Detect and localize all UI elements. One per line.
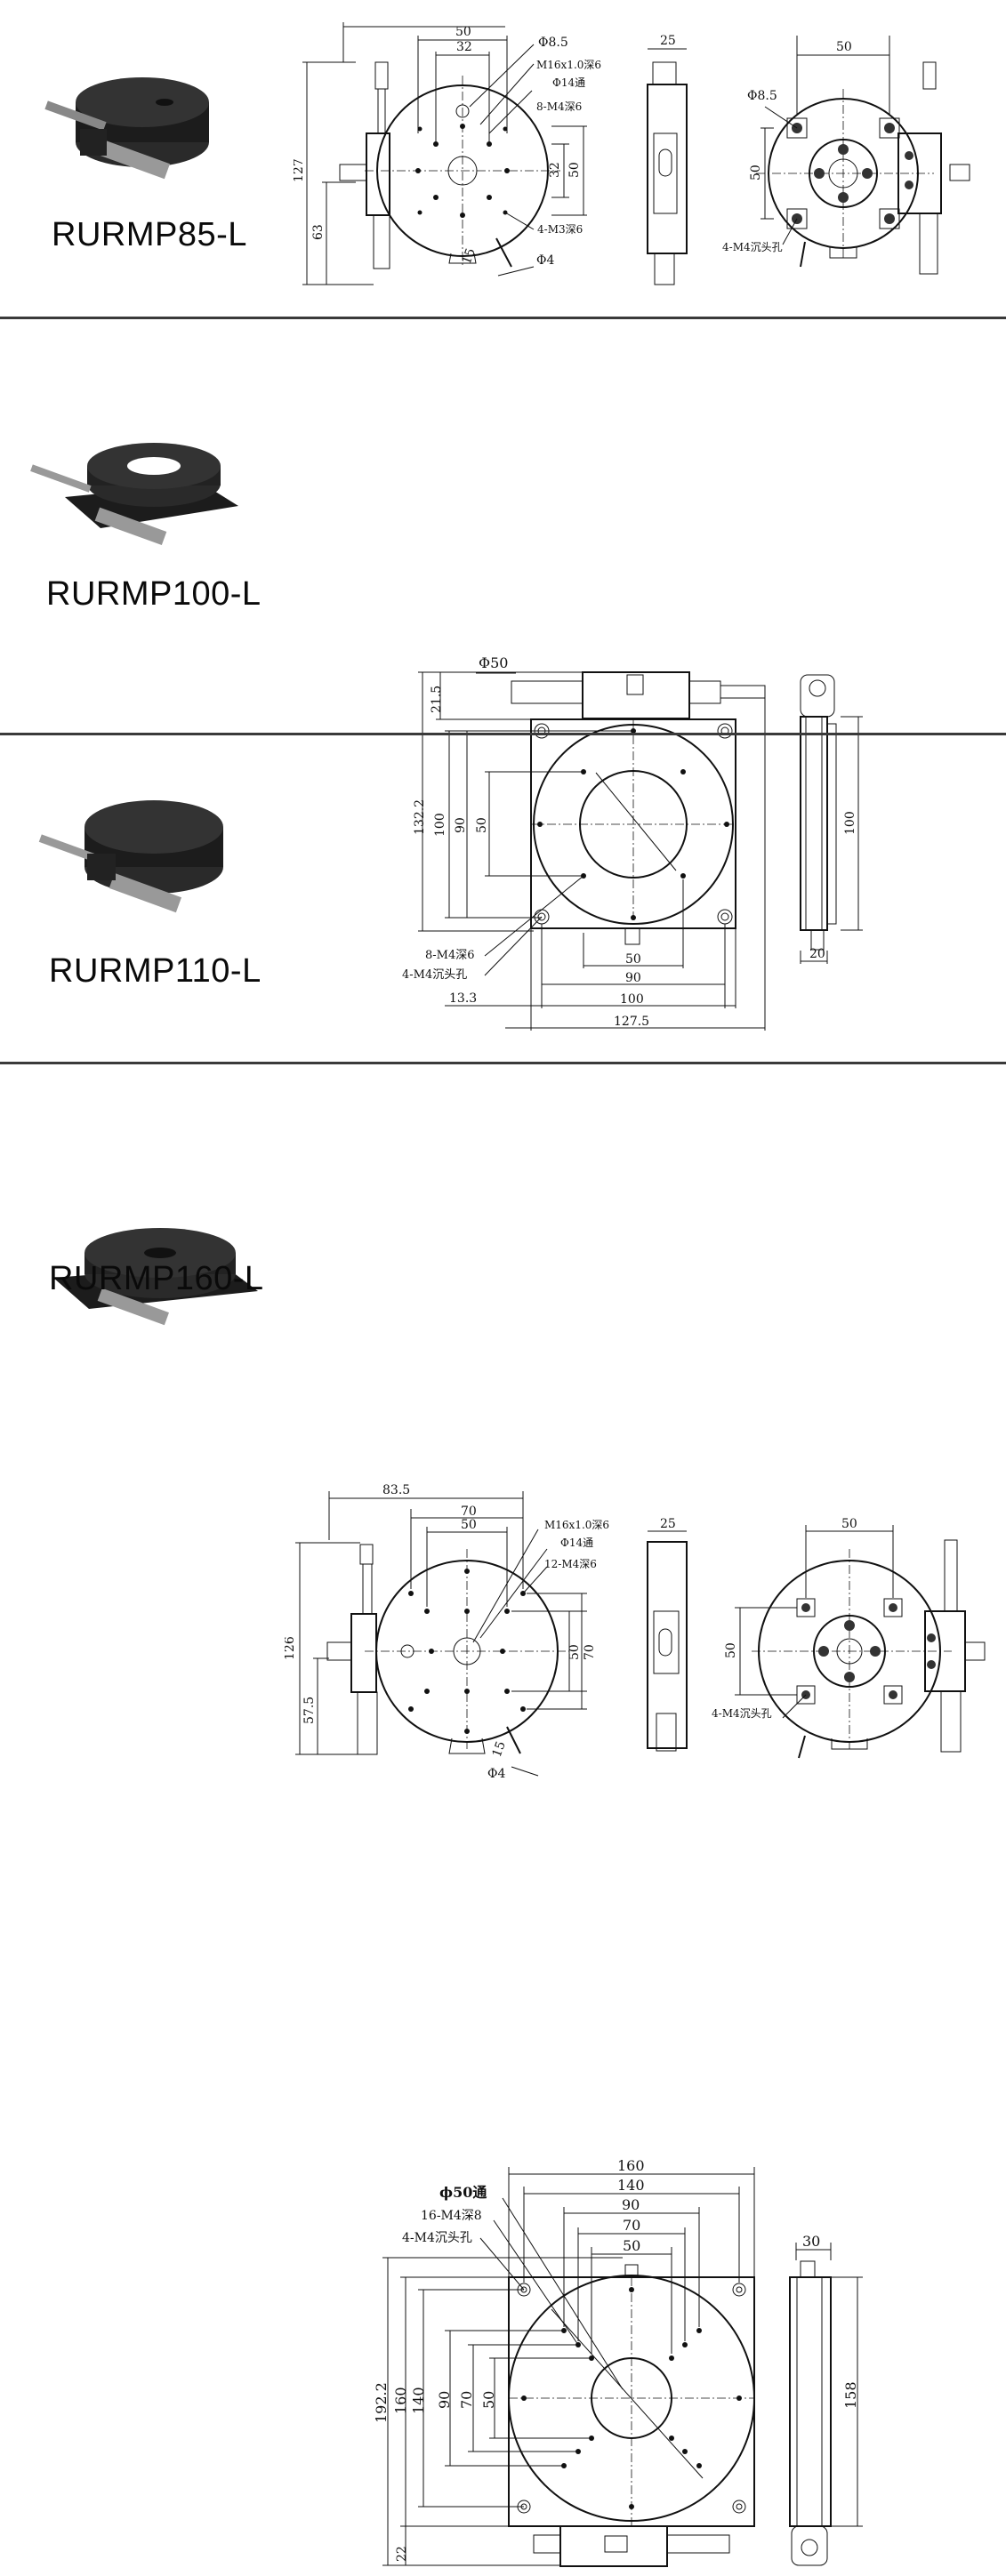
section-divider bbox=[0, 1062, 1006, 1064]
label-thru: Φ14通 bbox=[552, 76, 585, 89]
label-bottom-phi85: Φ8.5 bbox=[747, 89, 777, 103]
dim-32-top: 32 bbox=[456, 40, 472, 54]
dim-90-vert: 90 bbox=[436, 2391, 453, 2409]
model-label: RURMP110-L bbox=[49, 952, 262, 990]
dim-50-horiz: 50 bbox=[625, 952, 641, 967]
dim-side-25: 25 bbox=[660, 34, 676, 48]
dim-50-vert: 50 bbox=[480, 2391, 497, 2409]
dim-575: 57.5 bbox=[302, 1697, 317, 1724]
dim-90-horiz: 90 bbox=[625, 971, 641, 985]
dim-160-vert: 160 bbox=[392, 2387, 409, 2414]
dim-100-vert: 100 bbox=[433, 813, 447, 837]
product-photo-rurmp160 bbox=[53, 1228, 258, 1326]
label-thread: M16x1.0深6 bbox=[536, 59, 601, 71]
label-thru-110: Φ14通 bbox=[560, 1537, 593, 1549]
section-divider bbox=[0, 317, 1006, 319]
label-counter-110: 4-M4沉头孔 bbox=[712, 1707, 772, 1720]
dim-side-100: 100 bbox=[843, 811, 857, 835]
label-holes16: 16-M4深8 bbox=[421, 2209, 482, 2223]
product-section-rurmp160: RURMP160-L 160 bbox=[0, 1064, 1006, 2567]
dim-32-right: 32 bbox=[548, 162, 562, 178]
drawing-rurmp85: 50 32 Φ8.5 M16x1.0深6 Φ14通 8-M4深6 4-M3深6 … bbox=[294, 22, 970, 285]
dim-phi4-110: Φ4 bbox=[487, 1767, 505, 1780]
label-thru-160: ϕ50通 bbox=[439, 2184, 487, 2201]
label-phi85: Φ8.5 bbox=[538, 36, 568, 50]
model-label: RURMP100-L bbox=[46, 575, 262, 613]
dim-140-top: 140 bbox=[617, 2177, 645, 2194]
dim-160-top: 160 bbox=[617, 2157, 645, 2174]
dim-63: 63 bbox=[311, 224, 326, 240]
dim-90-top: 90 bbox=[622, 2196, 640, 2213]
product-section-rurmp100: RURMP100-L Φ50 132.2 bbox=[0, 319, 1006, 1031]
dim-side-30: 30 bbox=[802, 2233, 820, 2250]
dim-140-vert: 140 bbox=[410, 2387, 427, 2414]
drawing-rurmp110: 83.5 70 50 M16x1.0深6 Φ14通 12-M4深6 50 70 … bbox=[285, 1483, 986, 1780]
dim-70-vert: 70 bbox=[458, 2391, 475, 2409]
model-label: RURMP85-L bbox=[52, 216, 247, 253]
dim-127: 127 bbox=[294, 158, 306, 182]
dim-133: 13.3 bbox=[449, 991, 477, 1006]
dim-1322: 132.2 bbox=[413, 799, 427, 835]
drawing-rurmp100: Φ50 132.2 21.5 100 90 50 8-M4深6 4-M4沉头孔 … bbox=[402, 654, 863, 1031]
dim-22: 22 bbox=[395, 2546, 409, 2562]
dim-15-angle-110: 15 bbox=[490, 1739, 509, 1759]
dim-phi4: Φ4 bbox=[536, 253, 554, 268]
dim-bottom-left-50: 50 bbox=[749, 165, 763, 181]
product-photo-rurmp110 bbox=[38, 800, 223, 913]
label-holes8-100: 8-M4深6 bbox=[425, 949, 475, 962]
label-thread-110: M16x1.0深6 bbox=[544, 1519, 609, 1531]
dim-bottom-50-110: 50 bbox=[841, 1517, 857, 1531]
product-section-rurmp110: RURMP110-L 83.5 70 5 bbox=[0, 735, 1006, 1780]
product-photo-rurmp100 bbox=[30, 443, 238, 546]
dim-50-vert: 50 bbox=[475, 817, 489, 833]
label-holes12: 12-M4深6 bbox=[544, 1558, 597, 1570]
dim-50: 50 bbox=[461, 1518, 477, 1532]
drawing-rurmp160: 160 140 90 70 50 ϕ50通 16-M4深8 4-M4沉头孔 19… bbox=[373, 2157, 863, 2567]
dim-right-70: 70 bbox=[583, 1644, 597, 1660]
dim-215: 21.5 bbox=[430, 686, 444, 713]
dim-50-right: 50 bbox=[567, 162, 582, 178]
label-holes4: 4-M3深6 bbox=[537, 223, 583, 236]
dim-835: 83.5 bbox=[382, 1483, 410, 1497]
dim-50-top: 50 bbox=[455, 25, 471, 39]
label-counter-160: 4-M4沉头孔 bbox=[402, 2231, 472, 2245]
dim-bottom-left-50-110: 50 bbox=[724, 1642, 738, 1658]
dim-side-158: 158 bbox=[842, 2381, 859, 2409]
dim-1922: 192.2 bbox=[373, 2382, 390, 2423]
model-label: RURMP160-L bbox=[49, 1260, 264, 1297]
dim-90-vert: 90 bbox=[454, 817, 468, 833]
label-counter-85: 4-M4沉头孔 bbox=[722, 241, 783, 253]
dim-bottom-50: 50 bbox=[836, 40, 852, 54]
dim-side-25-110: 25 bbox=[660, 1517, 676, 1531]
product-photo-rurmp85 bbox=[44, 77, 209, 180]
dim-50-top: 50 bbox=[623, 2237, 640, 2254]
label-counter-100: 4-M4沉头孔 bbox=[402, 968, 467, 982]
dim-70-top: 70 bbox=[623, 2217, 640, 2234]
dim-right-50: 50 bbox=[567, 1644, 582, 1660]
dim-15-angle: 15 bbox=[460, 246, 479, 266]
label-phi50: Φ50 bbox=[479, 654, 508, 671]
section-divider bbox=[0, 733, 1006, 735]
dim-126: 126 bbox=[285, 1636, 297, 1660]
dim-1275: 127.5 bbox=[614, 1015, 649, 1029]
dim-side-20: 20 bbox=[809, 947, 825, 961]
dim-100-horiz: 100 bbox=[620, 992, 644, 1007]
product-section-rurmp85: RURMP85-L 50 32 bbox=[0, 0, 1006, 313]
label-holes8: 8-M4深6 bbox=[536, 100, 582, 113]
